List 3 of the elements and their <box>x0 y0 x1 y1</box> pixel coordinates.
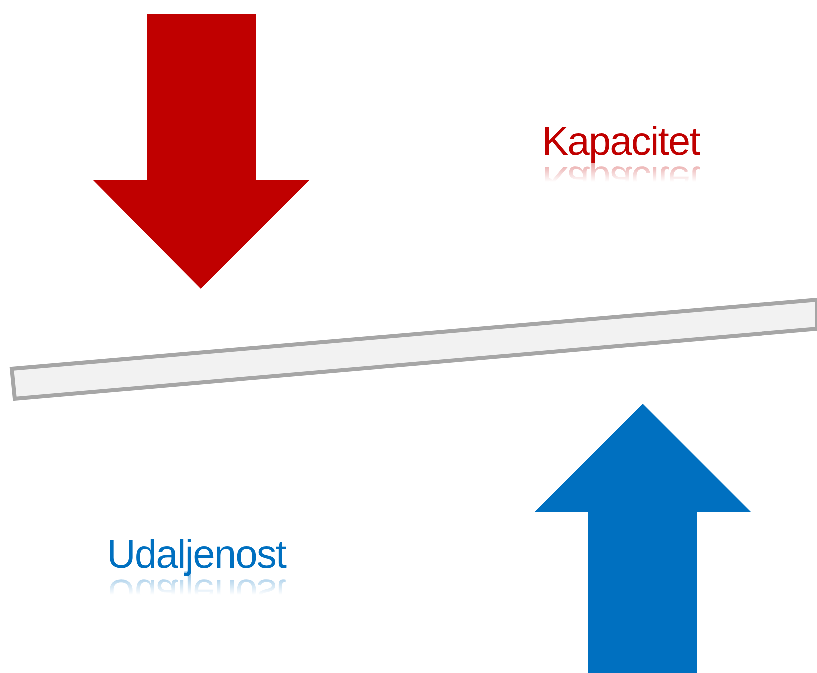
label-text: Udaljenost <box>107 533 286 577</box>
label-text: Kapacitet <box>542 120 700 164</box>
tilted-beam <box>10 298 817 402</box>
